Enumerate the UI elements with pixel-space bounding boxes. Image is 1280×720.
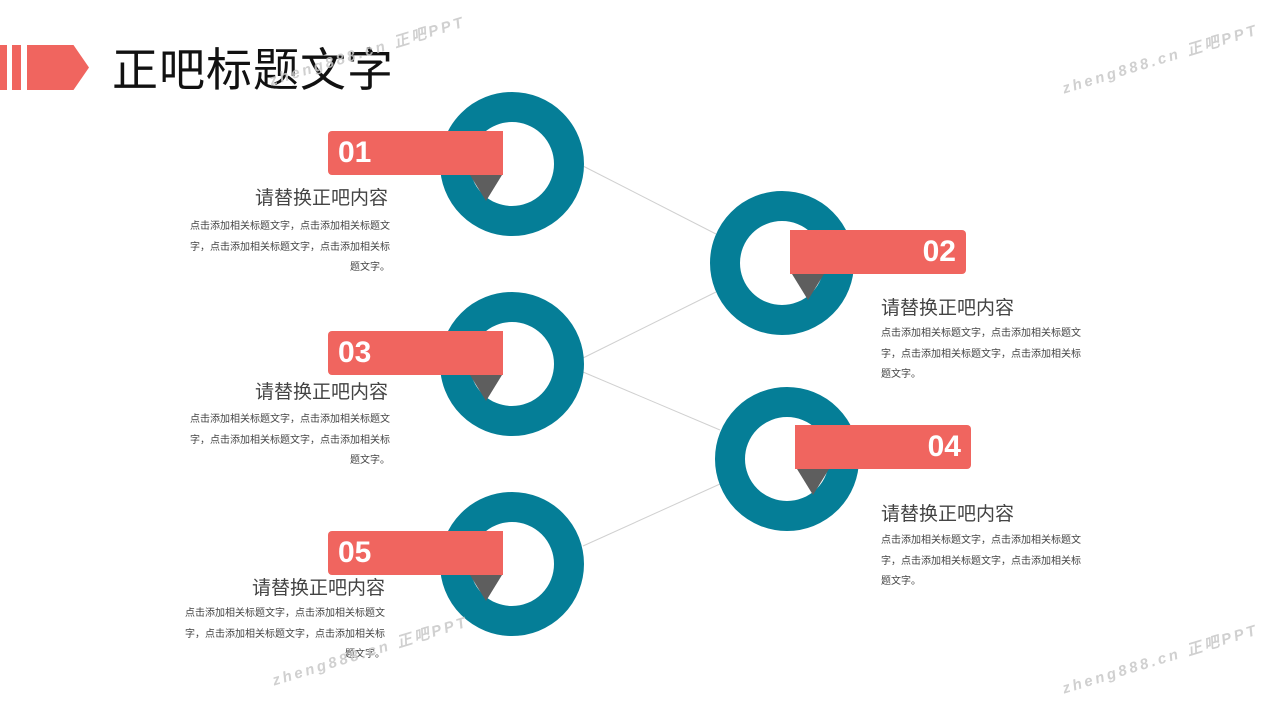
item-body-04: 点击添加相关标题文字，点击添加相关标题文字，点击添加相关标题文字，点击添加相关标… <box>881 535 1081 587</box>
fold-03 <box>470 375 502 401</box>
page-title: 正吧标题文字 <box>112 43 394 97</box>
header-accent-bar-1 <box>0 45 7 90</box>
connector-line-5-4 <box>582 483 721 547</box>
item-heading-01: 请替换正吧内容 <box>254 187 388 209</box>
fold-04 <box>797 469 829 495</box>
number-tab-04: 04 <box>795 425 971 469</box>
number-tab-01: 01 <box>328 131 503 175</box>
connector-line-1-2 <box>582 165 717 235</box>
fold-01 <box>470 175 502 201</box>
item-heading-04: 请替换正吧内容 <box>881 503 1015 525</box>
item-heading-02: 请替换正吧内容 <box>881 297 1015 319</box>
fold-05 <box>470 575 502 601</box>
number-tab-02: 02 <box>790 230 966 274</box>
item-body-03: 点击添加相关标题文字，点击添加相关标题文字，点击添加相关标题文字，点击添加相关标… <box>190 414 390 466</box>
header-accent-arrow <box>27 45 89 90</box>
item-body-02: 点击添加相关标题文字，点击添加相关标题文字，点击添加相关标题文字，点击添加相关标… <box>881 328 1081 380</box>
header-accent-bar-2 <box>12 45 21 90</box>
item-heading-03: 请替换正吧内容 <box>254 381 388 403</box>
item-heading-05: 请替换正吧内容 <box>251 577 385 599</box>
fold-02 <box>792 274 824 300</box>
item-body-05: 点击添加相关标题文字，点击添加相关标题文字，点击添加相关标题文字，点击添加相关标… <box>185 608 385 660</box>
number-tab-05: 05 <box>328 531 503 575</box>
item-body-01: 点击添加相关标题文字，点击添加相关标题文字，点击添加相关标题文字，点击添加相关标… <box>190 221 390 273</box>
connector-line-3-4 <box>582 371 721 431</box>
number-tab-03: 03 <box>328 331 503 375</box>
connector-line-3-2 <box>582 291 717 359</box>
